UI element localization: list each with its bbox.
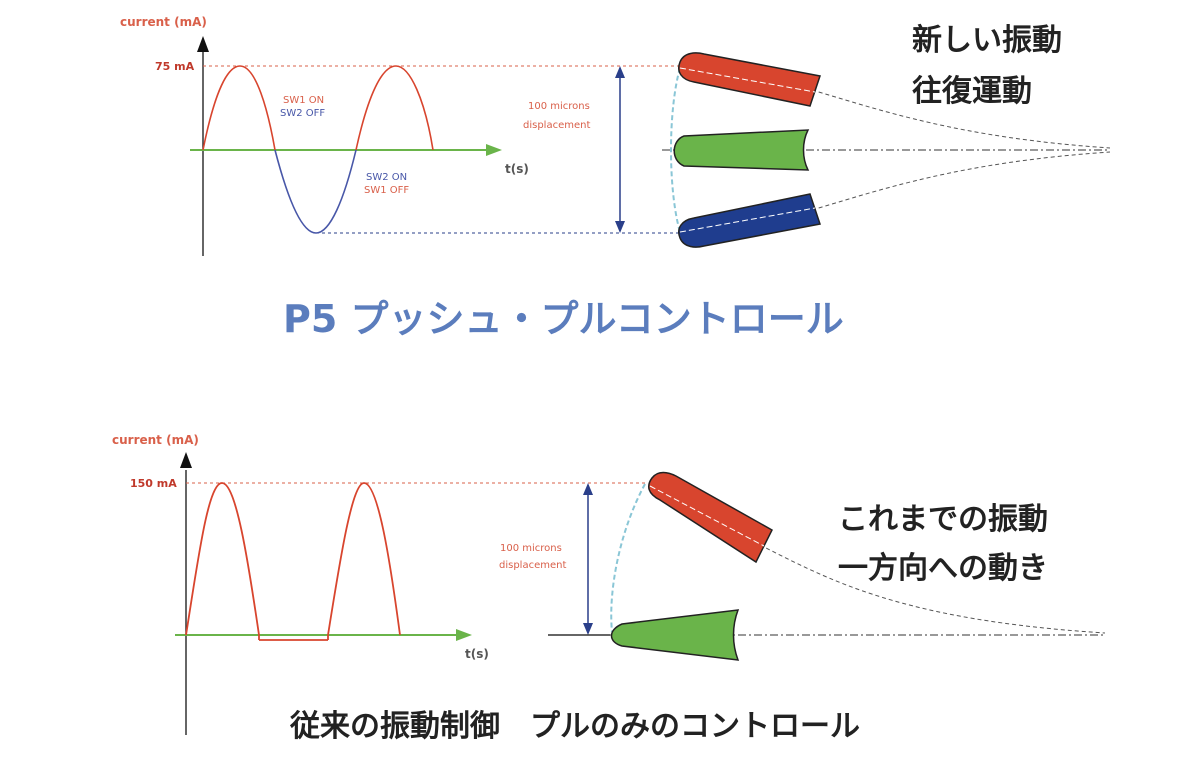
bottom-y-axis-arrow-icon <box>180 452 192 468</box>
top-envelope-upper <box>811 89 1111 149</box>
bottom-envelope <box>759 544 1106 634</box>
bottom-y-axis-label: current (mA) <box>112 433 199 447</box>
top-envelope-lower <box>811 151 1111 211</box>
bottom-reed-red-axis <box>649 485 765 547</box>
bottom-x-axis-arrow-icon <box>456 629 472 641</box>
bottom-reeds <box>548 471 1106 661</box>
top-tip-arc <box>670 67 681 233</box>
top-caption-line1: 新しい振動 <box>912 23 1062 58</box>
top-wave-positive-1 <box>202 65 276 151</box>
top-caption-line2: 往復運動 <box>912 74 1032 109</box>
top-wave-positive-2 <box>355 65 434 151</box>
bottom-peak-label: 150 mA <box>130 477 177 490</box>
bottom-wave-pulse-1 <box>185 482 260 636</box>
top-phase2-line2: SW1 OFF <box>364 185 409 196</box>
top-reed-red-axis <box>679 67 816 93</box>
top-y-axis-arrow-icon <box>197 36 209 52</box>
top-displacement-arrow-up-icon <box>615 66 625 78</box>
bottom-displacement-arrow-up-icon <box>583 483 593 495</box>
top-chart: current (mA) 75 mA t(s) SW1 ON SW2 OFF S… <box>120 15 680 256</box>
push-pull-title: P5 プッシュ・プルコントロール <box>283 297 844 341</box>
top-reed-blue-axis <box>679 207 816 233</box>
top-x-axis-arrow-icon <box>486 144 502 156</box>
bottom-caption-line1: これまでの振動 <box>838 502 1048 537</box>
top-displacement-line2: displacement <box>523 120 590 131</box>
bottom-wave-pulse-2 <box>327 482 401 636</box>
top-phase1-line1: SW1 ON <box>283 95 324 106</box>
top-phase2-line1: SW2 ON <box>366 172 407 183</box>
top-displacement: 100 microns displacement <box>523 66 625 233</box>
top-displacement-arrow-down-icon <box>615 221 625 233</box>
top-wave-negative <box>274 149 357 234</box>
bottom-displacement-line1: 100 microns <box>500 543 562 554</box>
top-phase1-line2: SW2 OFF <box>280 108 325 119</box>
top-x-axis-label: t(s) <box>505 162 529 176</box>
bottom-displacement: 100 microns displacement <box>499 483 593 635</box>
top-reed-red <box>678 52 821 107</box>
bottom-caption: 従来の振動制御 プルのみのコントロール <box>289 709 860 744</box>
top-reeds <box>662 52 1111 248</box>
bottom-tip-arc <box>610 483 646 633</box>
top-displacement-line1: 100 microns <box>528 101 590 112</box>
top-reed-green <box>673 129 810 171</box>
bottom-displacement-line2: displacement <box>499 560 566 571</box>
top-y-axis-label: current (mA) <box>120 15 207 29</box>
top-peak-label: 75 mA <box>155 60 195 73</box>
bottom-x-axis-label: t(s) <box>465 647 489 661</box>
bottom-displacement-arrow-down-icon <box>583 623 593 635</box>
top-reed-blue <box>678 193 821 248</box>
bottom-caption-line2: 一方向への動き <box>838 551 1048 586</box>
bottom-reed-green <box>610 609 740 661</box>
bottom-chart: current (mA) 150 mA t(s) <box>112 433 645 735</box>
